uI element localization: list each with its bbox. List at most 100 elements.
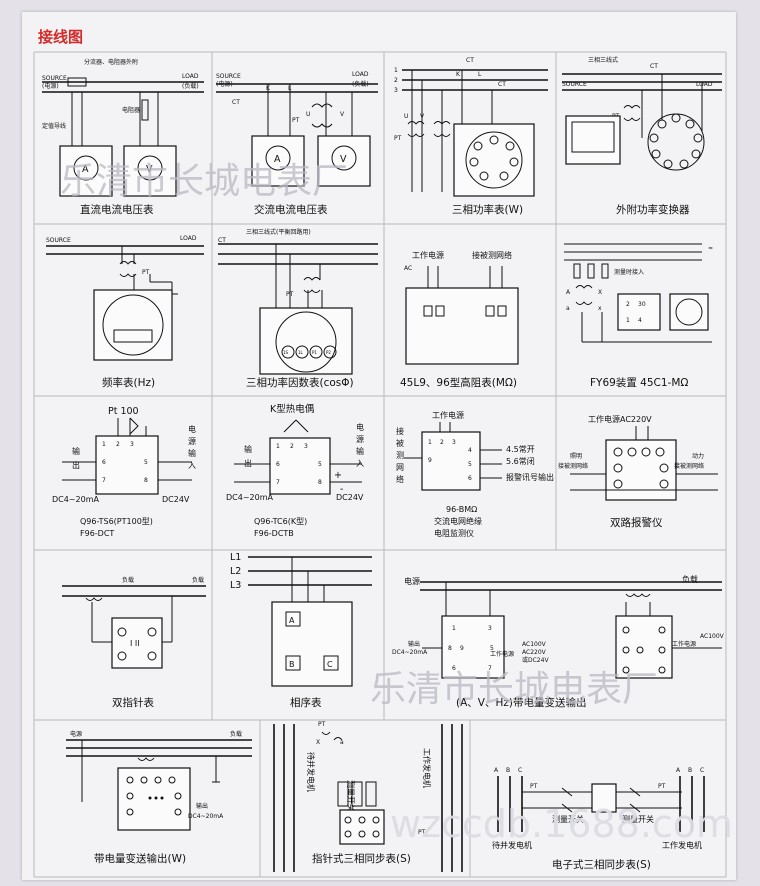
p11-term7: 6	[468, 475, 472, 482]
p4-top-note: 三相三线式	[588, 56, 618, 64]
p12-left-top: 照明	[570, 453, 582, 460]
p17-pt: PT	[318, 721, 326, 728]
p1-meter-a: A	[82, 164, 89, 175]
p11-measured-5: 络	[396, 474, 404, 484]
p11-term4: 9	[428, 457, 432, 464]
p7-ac: AC	[404, 265, 412, 272]
p9-supply-label-2: 源	[188, 437, 196, 446]
p15-ac100: AC100V	[522, 641, 547, 648]
p18-a-right: A	[676, 767, 681, 774]
p11-closed: 5.6常闭	[506, 457, 535, 466]
p9-term5: 5	[144, 459, 148, 466]
p2-meter-a: A	[274, 154, 281, 165]
p9-term4: 6	[102, 459, 106, 466]
panel-phase-sequence-meter: L1 L2 L3 A B C 相序表	[230, 552, 372, 709]
panel-grid	[33, 51, 727, 878]
p2-caption: 交流电流电压表	[254, 203, 328, 216]
p15-term7: 7	[488, 665, 492, 672]
p1-caption: 直流电流电压表	[80, 203, 154, 216]
p10-caption-line2: F96-DCTB	[254, 529, 294, 538]
watermark-bottom: wzccdb.1688.com	[390, 802, 734, 846]
p5-pt: PT	[142, 269, 150, 276]
p1-resistor-label: 电阻器	[122, 106, 140, 114]
p9-term6: 7	[102, 477, 106, 484]
p9-caption-line1: Q96-TS6(PT100型)	[80, 517, 153, 526]
panel-dual-alarm: 工作电源AC220V 照明 接被测网络 动力 接被测网络 双路报警仪	[558, 414, 718, 529]
p14-l1: L1	[230, 552, 241, 563]
p14-l3: L3	[230, 580, 241, 591]
p7-measured: 接被测网络	[472, 250, 512, 260]
p2-u: U	[306, 111, 310, 118]
p11-open: 4.5常开	[506, 445, 535, 454]
p1-source-sub: (电源)	[42, 82, 59, 90]
p9-term7: 8	[144, 477, 148, 484]
watermark-middle: 乐清市长城电表厂	[370, 669, 659, 710]
p9-dc-left: DC4~20mA	[52, 495, 100, 504]
p3-ct-top: CT	[466, 57, 474, 64]
p4-source: SOURCE	[562, 81, 587, 88]
p17-caption: 指针式三相同步表(S)	[312, 852, 411, 865]
p10-term7: 8	[318, 479, 322, 486]
p15-supply: 工作电源	[490, 650, 514, 658]
p18-b-left: B	[506, 767, 510, 774]
p12-right-top: 动力	[692, 452, 704, 460]
panel-transducer-output-w: 电源 负载 输出 DC4~20mA 带电量变送输出(W)	[66, 730, 252, 865]
p2-v: V	[340, 111, 345, 118]
panel-dc-ammeter-voltmeter: 分流器、电阻器外附 SOURCE (电源) LOAD (负载) 电阻器 定值导线…	[42, 58, 204, 216]
p7-supply: 工作电源	[412, 250, 444, 260]
p1-load: LOAD	[182, 73, 199, 80]
panel-frequency-meter: SOURCE LOAD PT 频率表(Hz)	[46, 235, 204, 389]
p8-caption: FY69装置 45C1-MΩ	[590, 376, 688, 389]
p18-pt-right: PT	[658, 783, 666, 790]
p15-term1: 1	[452, 625, 456, 632]
p10-term1: 1	[276, 443, 280, 450]
p9-term2: 2	[116, 441, 120, 448]
p5-load: LOAD	[180, 235, 197, 242]
panel-q96-tc6: K型热电偶 1 2 3 6 5 7 8 输 出 电 源 输 入 + - DC4~…	[226, 403, 364, 538]
p10-caption-line1: Q96-TC6(K型)	[254, 517, 307, 526]
p13-load1: 负载	[122, 576, 134, 584]
p14-caption: 相序表	[290, 696, 322, 709]
p3-pt: PT	[394, 135, 402, 142]
p3-k: K	[456, 71, 461, 78]
p15-caption: (A、V、Hz)带电量变送输出	[456, 696, 586, 709]
p15-supply-2: 工作电源	[672, 640, 696, 648]
p10-minus: -	[340, 484, 343, 495]
p15-source: 电源	[404, 576, 420, 586]
p9-supply-label-4: 入	[188, 461, 196, 470]
p13-load2: 负载	[192, 576, 204, 584]
p1-load-sub: (负载)	[182, 82, 199, 90]
p18-gen1: 待并发电机	[492, 840, 532, 850]
p11-caption-line2: 交流电网绝缘	[434, 516, 482, 526]
panel-power-factor-meter: 三相三线式(平衡回路用) CT PT 1S 1L P1 P2 三相功率因数表(c…	[218, 228, 378, 389]
p8-a-small: a	[566, 305, 570, 312]
p18-caption: 电子式三相同步表(S)	[552, 858, 651, 871]
p18-c-right: C	[700, 767, 704, 774]
p10-supply-label-2: 源	[356, 435, 364, 444]
p6-top-note: 三相三线式(平衡回路用)	[246, 228, 311, 236]
panel-external-power-transducer: 三相三线式 SOURCE LOAD CT PT 外附功率变换器	[562, 56, 722, 216]
p15-term4: 9	[460, 645, 464, 652]
panel-three-phase-wattmeter: 1 2 3 CT CT K L PT U V 三相功率表(W)	[394, 57, 548, 216]
p16-load: 负载	[230, 730, 242, 738]
p12-right-bot: 接被测网络	[674, 462, 704, 470]
p18-switch1: 测量开关	[552, 814, 584, 824]
voltmeter-dial	[137, 155, 163, 181]
p17-x: X	[316, 739, 320, 746]
p3-phase1: 1	[394, 67, 398, 74]
p12-caption: 双路报警仪	[610, 516, 663, 529]
p9-supply-label-3: 输	[188, 448, 196, 458]
p15-term3: 8	[448, 645, 452, 652]
p10-sensor: K型热电偶	[270, 403, 314, 415]
p14-b: B	[289, 660, 295, 669]
p10-term5: 5	[318, 461, 322, 468]
p8-a-label: A	[566, 289, 571, 296]
p6-term4: P2	[326, 350, 331, 355]
p11-term6: 5	[468, 461, 472, 468]
p12-left-bot: 接被测网络	[558, 462, 588, 470]
panel-96-bm-insulation-monitor: 工作电源 接 被 测 网 络 1 2 3 9 4 5 6 4.5常开 5.6常闭…	[396, 410, 554, 538]
p18-switch2: 测量开关	[622, 814, 654, 824]
shunt-resistor	[67, 77, 87, 87]
p1-meter-v: V	[146, 164, 153, 175]
p4-caption: 外附功率变换器	[616, 203, 690, 216]
